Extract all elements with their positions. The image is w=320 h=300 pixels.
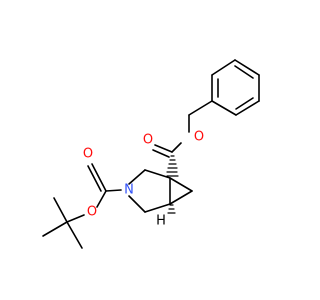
bond: [87, 165, 102, 192]
bond: [154, 144, 173, 153]
bond: [234, 59, 260, 76]
ester-link-oxygen-label: O: [194, 130, 204, 145]
bond: [66, 221, 83, 249]
bond: [211, 100, 237, 116]
carbamate-carbonyl-oxygen-label: O: [83, 147, 93, 162]
bond: [235, 100, 260, 116]
bond: [105, 189, 122, 192]
bond: [128, 195, 146, 213]
structure-drawing: O O O O N H: [42, 59, 260, 249]
bond: [171, 142, 182, 153]
bond: [66, 214, 85, 223]
bond: [42, 221, 68, 237]
bicyclic-core: [128, 169, 193, 213]
bond: [91, 163, 107, 192]
bond: [144, 203, 171, 213]
molecule-canvas: O O O O N H: [42, 59, 260, 249]
bond: [169, 190, 193, 205]
bond: [96, 190, 107, 208]
bond: [152, 149, 170, 158]
hashed-wedge-bond: [167, 204, 176, 214]
bond: [128, 169, 146, 185]
carbamate-link-oxygen-label: O: [87, 205, 97, 220]
bond: [53, 197, 68, 223]
hashed-wedge-bond: [166, 155, 179, 177]
bond: [211, 59, 236, 76]
ring-nitrogen-label: N: [124, 183, 134, 198]
double-bond-inner: [234, 65, 254, 79]
benzene-ring: [211, 59, 260, 116]
double-bond-inner: [235, 97, 254, 110]
ester-carbonyl-oxygen-label: O: [143, 133, 153, 148]
bridgehead-hydrogen-label: H: [156, 214, 166, 229]
bond: [169, 177, 193, 192]
bond: [144, 169, 171, 179]
bond: [188, 100, 213, 116]
